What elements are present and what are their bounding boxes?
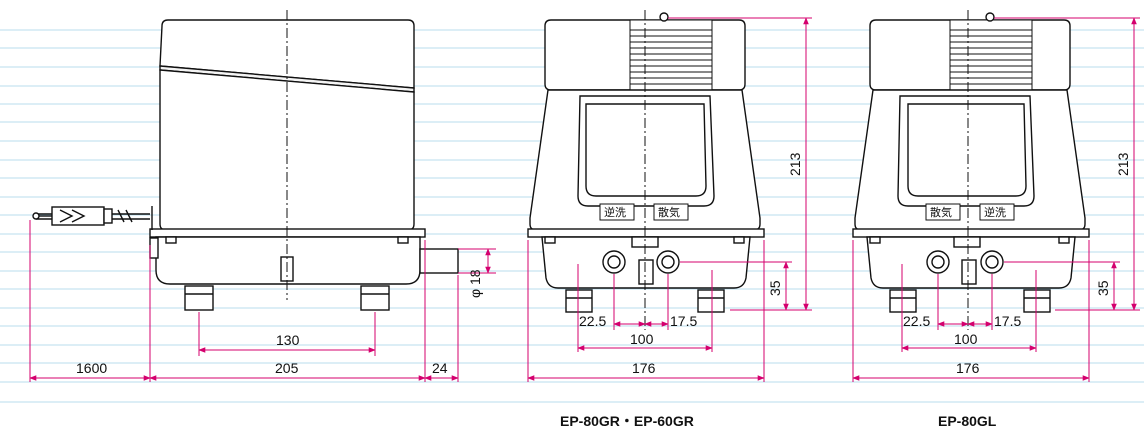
dim-foot-spacing: 130 xyxy=(276,332,300,348)
gr-label-box-left xyxy=(599,203,635,221)
gr-label-left: 逆洗 xyxy=(604,205,626,219)
dim-cord-length: 1600 xyxy=(76,360,107,376)
power-plug xyxy=(51,206,105,226)
side-outlet-pipe xyxy=(419,248,459,274)
front-view-gl-pump xyxy=(852,12,1090,313)
gr-dimensions xyxy=(527,17,812,382)
gl-dim-port-height: 35 xyxy=(1095,280,1111,296)
gl-caption: EP-80GL xyxy=(938,413,997,429)
gr-dim-width: 176 xyxy=(632,360,656,376)
gl-label-box-left xyxy=(925,203,961,221)
gl-ribs xyxy=(949,19,1033,91)
gr-dim-port-height: 35 xyxy=(767,280,783,296)
side-view-pump xyxy=(32,19,459,311)
gr-label-box-right xyxy=(653,203,689,221)
gr-dim-port-spacing: 100 xyxy=(630,331,654,347)
side-foot-right xyxy=(360,285,390,311)
gr-label-right: 散気 xyxy=(658,205,680,219)
gl-dim-right-offset: 17.5 xyxy=(994,313,1021,329)
gl-dim-port-spacing: 100 xyxy=(954,331,978,347)
dim-body-length: 205 xyxy=(275,360,299,376)
gr-dim-height: 213 xyxy=(787,152,803,176)
front-view-gr-pump xyxy=(527,12,765,313)
gl-dimensions xyxy=(852,17,1140,382)
side-dimensions xyxy=(29,220,496,382)
gl-label-box-right xyxy=(979,203,1015,221)
side-foot-left xyxy=(184,285,214,311)
gr-ribs xyxy=(629,19,713,91)
gl-dim-height: 213 xyxy=(1115,152,1131,176)
gl-label-right: 逆洗 xyxy=(984,205,1006,219)
gr-dim-left-offset: 22.5 xyxy=(579,313,606,329)
gl-label-left: 散気 xyxy=(930,205,952,219)
gr-caption: EP-80GR・EP-60GR xyxy=(560,413,694,429)
gl-dim-left-offset: 22.5 xyxy=(903,313,930,329)
dim-outlet-protrusion: 24 xyxy=(432,360,448,376)
dim-outlet-diameter: φ 18 xyxy=(467,269,483,298)
gr-dim-right-offset: 17.5 xyxy=(670,313,697,329)
gl-dim-width: 176 xyxy=(956,360,980,376)
